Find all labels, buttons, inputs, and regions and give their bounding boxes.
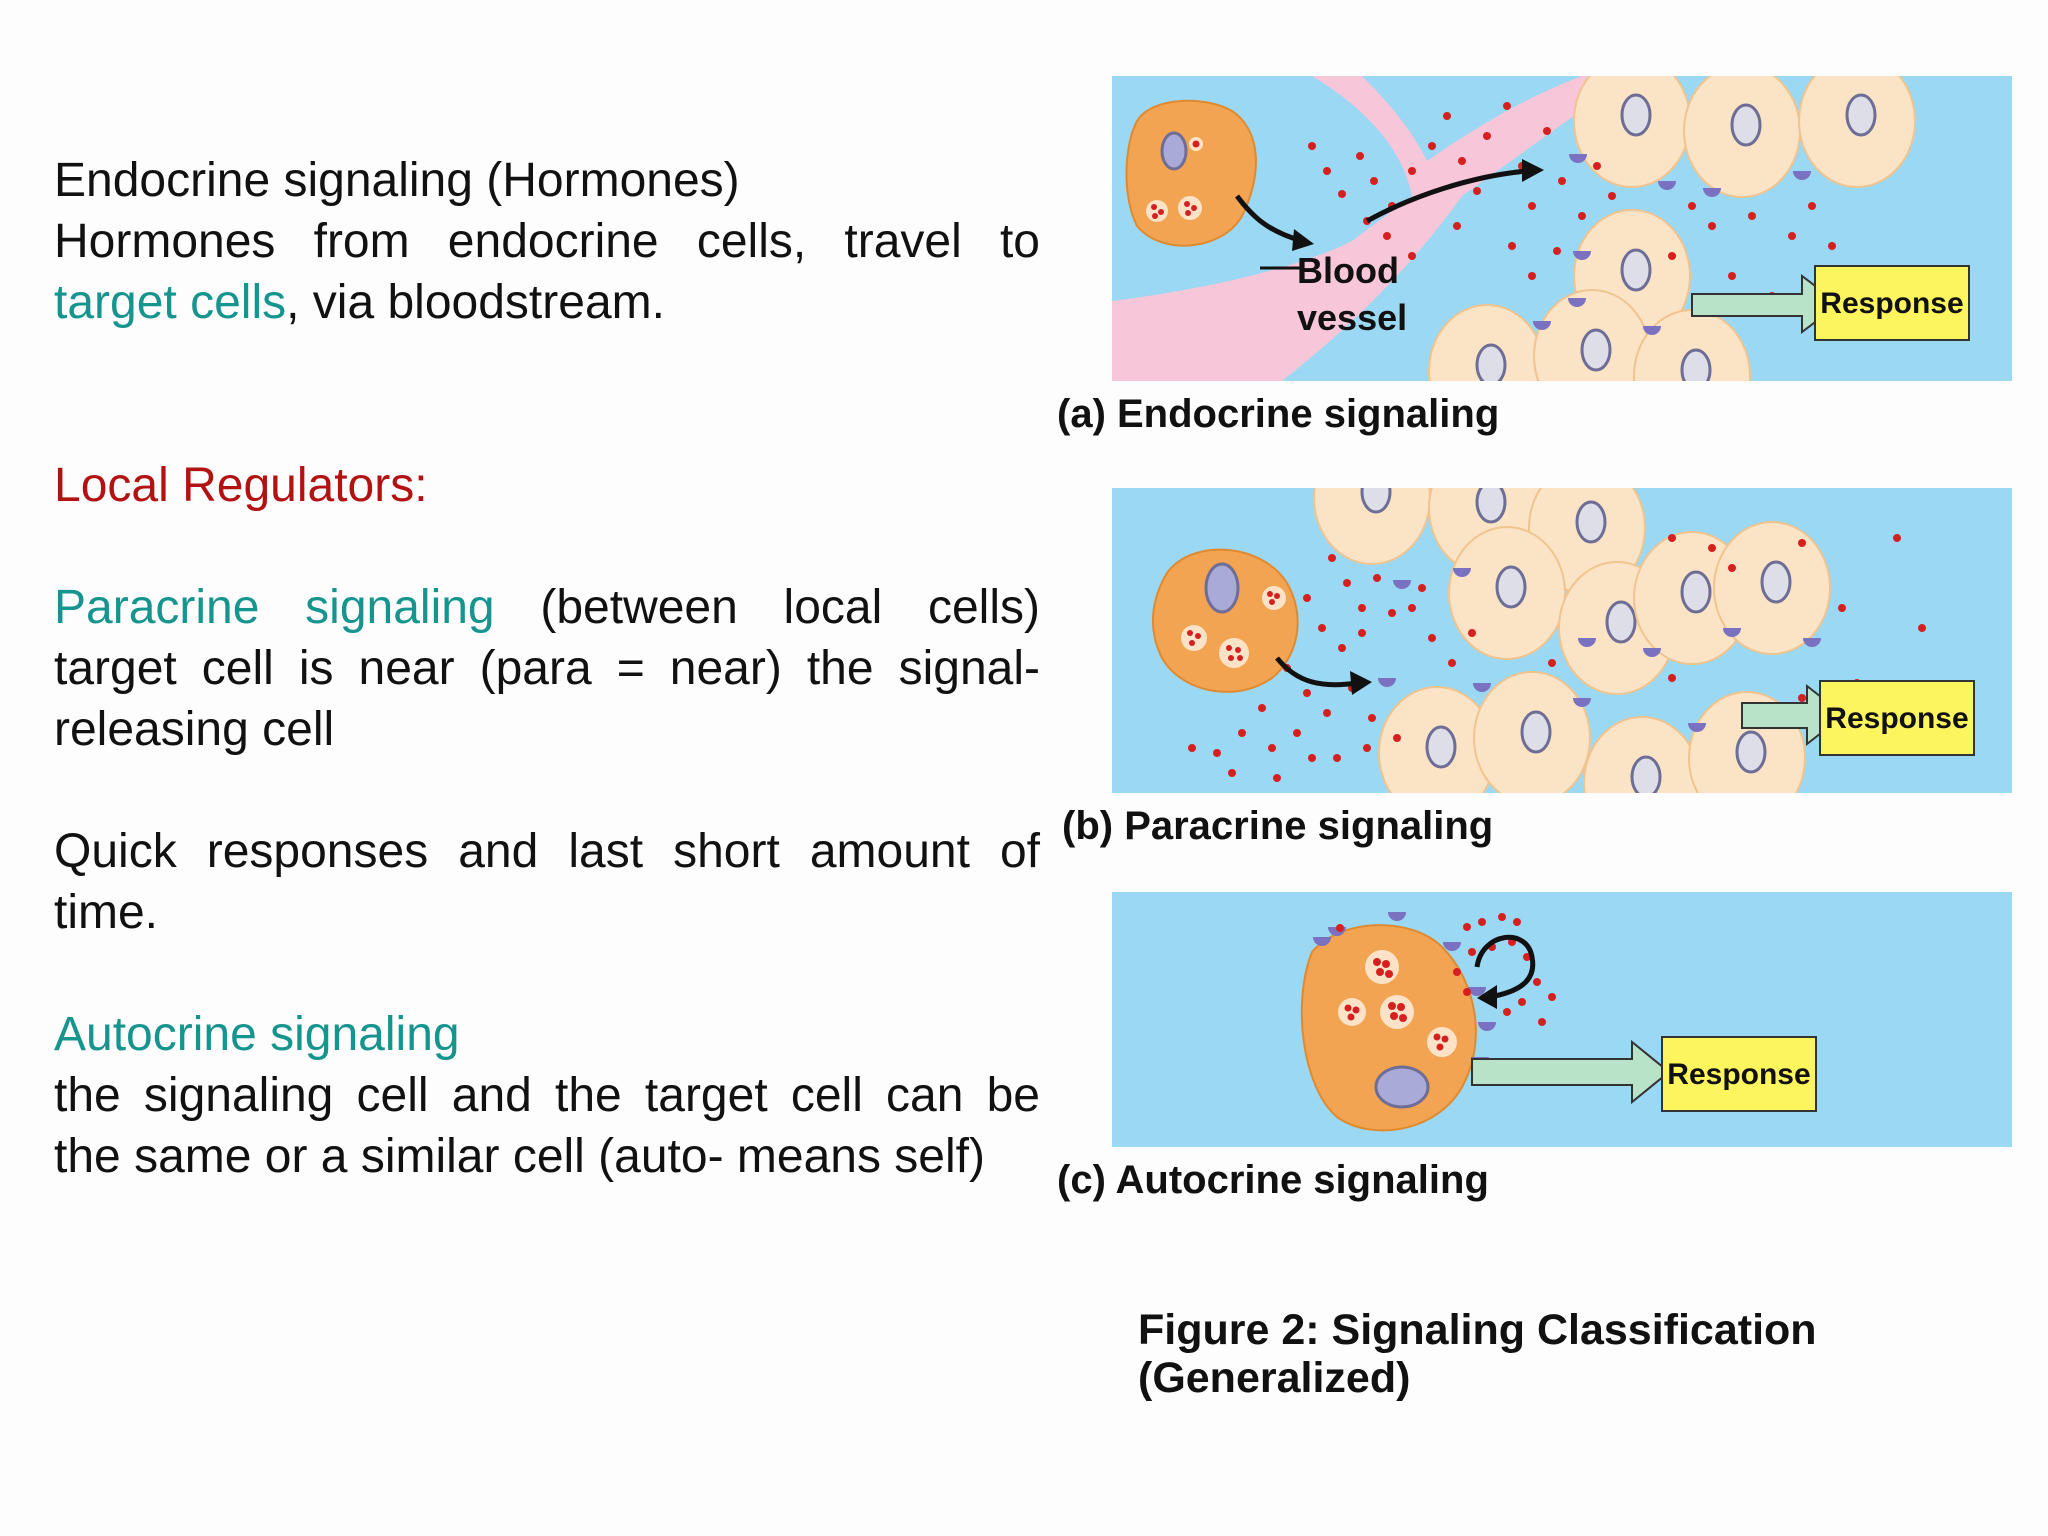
paracrine-response-label: Response [1825, 702, 1968, 735]
endocrine-response-label: Response [1820, 287, 1963, 320]
autocrine-response-arrow [1471, 1039, 1671, 1105]
local-regulators-heading: Local Regulators: [54, 459, 428, 512]
target-cells-term: target cells [54, 276, 287, 329]
blood-vessel-label-line2: vessel [1297, 297, 1407, 338]
autocrine-body: the signaling cell and the target cell c… [54, 1069, 1040, 1183]
autocrine-cell [1300, 924, 1477, 1132]
endocrine-caption: (a) Endocrine signaling [1057, 392, 1500, 436]
text-column: Endocrine signaling (Hormones) Hormones … [54, 150, 1040, 1187]
endocrine-body-post: , via bloodstream. [286, 276, 665, 329]
autocrine-loop-arrow [1474, 934, 1536, 1000]
endocrine-response-box [1814, 265, 1970, 341]
figure-caption: Figure 2: Signaling Classification (Gene… [1138, 1306, 1817, 1402]
paracrine-paragraph: Paracrine signaling (between local cells… [54, 577, 1040, 760]
endocrine-panel: Blood vessel Response [1112, 76, 2012, 381]
blood-vessel-label-line1: Blood [1297, 250, 1399, 291]
figure-caption-line1: Figure 2: Signaling Classification [1138, 1306, 1817, 1354]
autocrine-response-box [1661, 1036, 1817, 1112]
quick-responses-text: Quick responses and last short amount of… [54, 825, 1040, 939]
endocrine-heading: Endocrine signaling (Hormones) [54, 154, 740, 207]
paracrine-panel: Response [1112, 488, 2012, 793]
paracrine-caption: (b) Paracrine signaling [1062, 804, 1494, 848]
autocrine-response-label: Response [1667, 1058, 1810, 1091]
autocrine-heading: Autocrine signaling [54, 1008, 460, 1061]
paracrine-arrow [1275, 656, 1358, 688]
paracrine-heading: Paracrine signaling [54, 581, 495, 634]
autocrine-panel: Response [1112, 892, 2012, 1147]
endocrine-description: Hormones from endocrine cells, travel to… [54, 211, 1040, 333]
endocrine-body-pre: Hormones from endocrine cells, travel to [54, 215, 1040, 268]
autocrine-hormone-dots [1336, 913, 1556, 1026]
paracrine-secreting-cell [1151, 548, 1299, 693]
endocrine-arrow-1 [1235, 194, 1303, 244]
figure-caption-line2: (Generalized) [1138, 1354, 1411, 1402]
endocrine-arrow-2 [1365, 168, 1528, 224]
blood-vessel [1112, 76, 1632, 381]
paracrine-response-box [1819, 680, 1975, 756]
autocrine-caption: (c) Autocrine signaling [1057, 1158, 1489, 1202]
paracrine-body: (between local cells) target cell is nea… [54, 581, 1040, 756]
endocrine-secreting-cell [1125, 99, 1257, 247]
paracrine-hormone-dots [1188, 534, 1926, 782]
